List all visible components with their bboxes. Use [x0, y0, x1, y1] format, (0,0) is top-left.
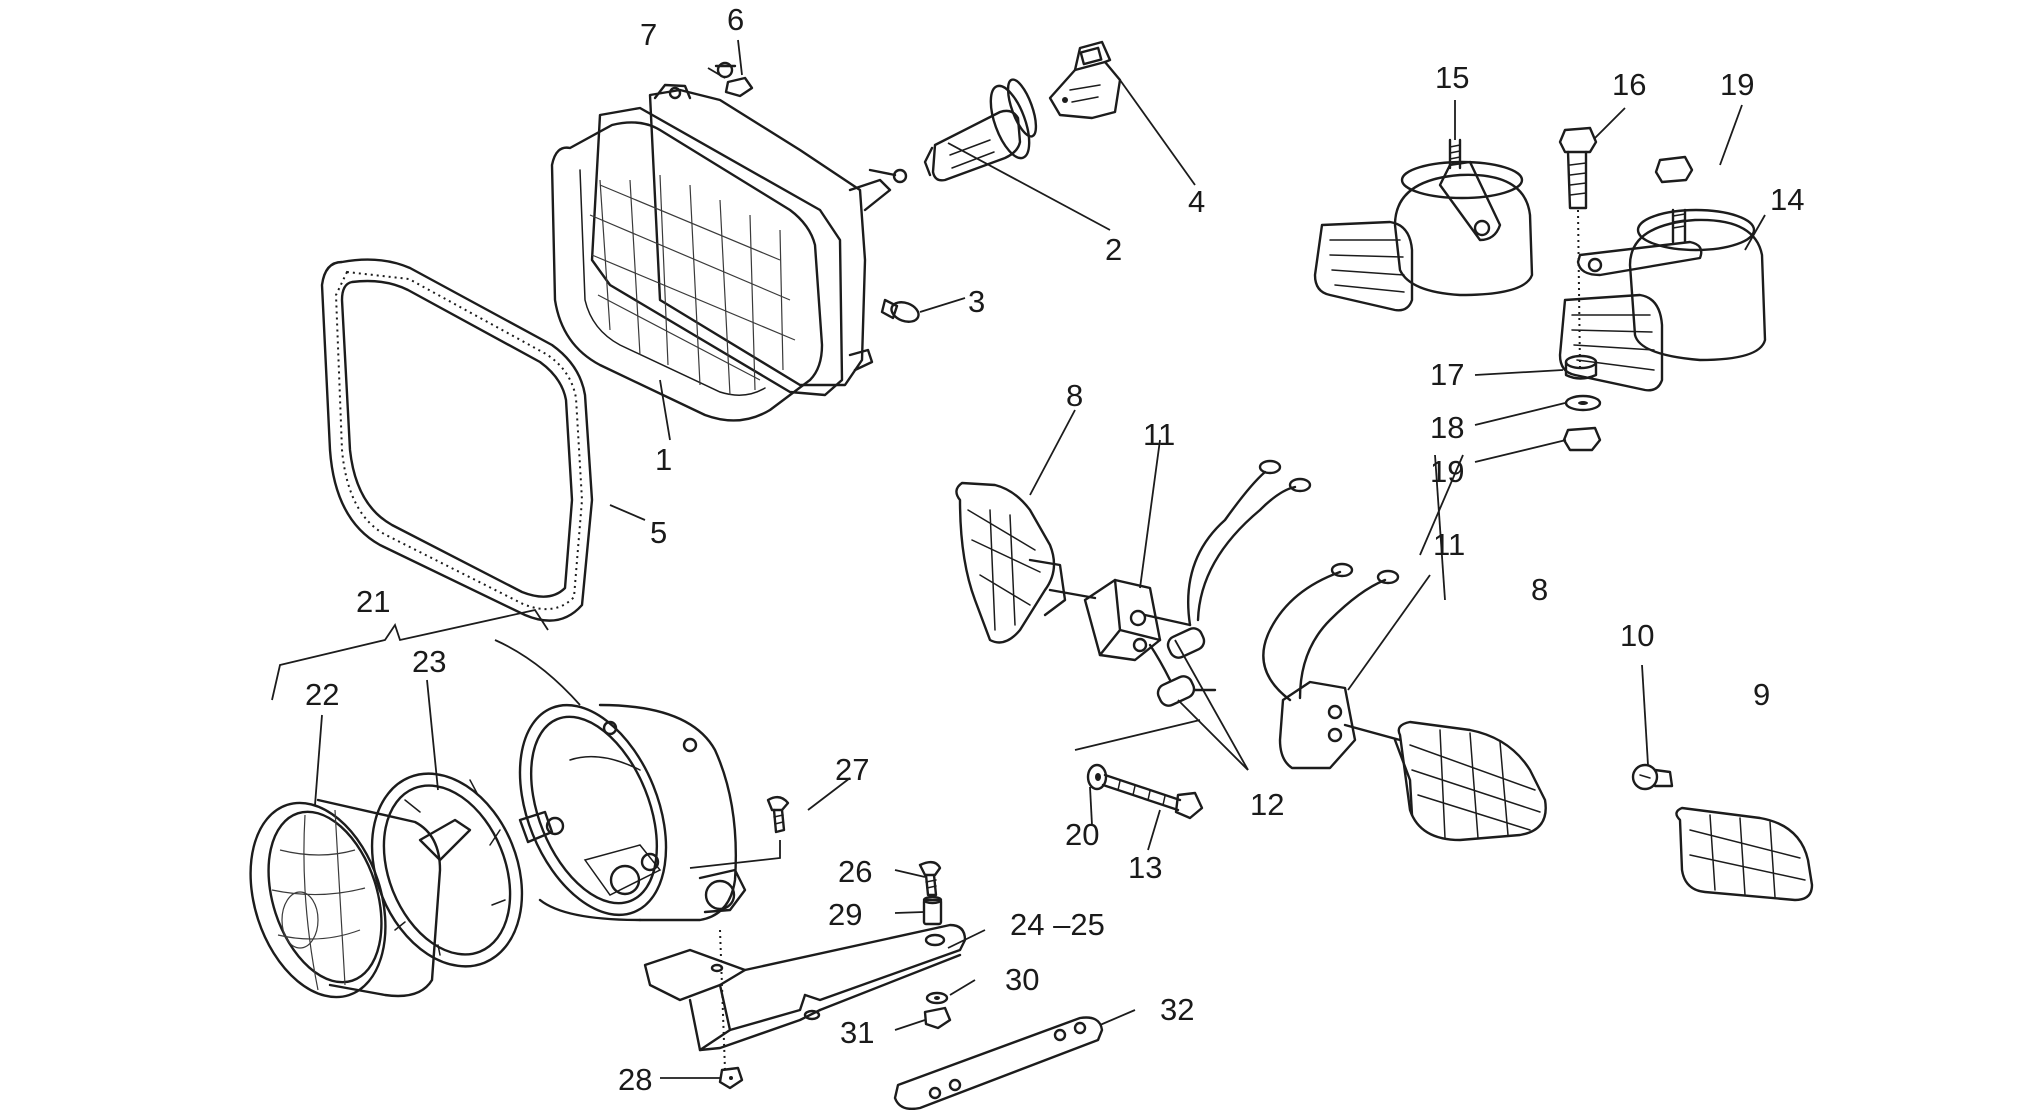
callout-2: 2 [1105, 232, 1122, 267]
signal-grommet-right [1278, 680, 1402, 770]
clamp-strap [893, 1016, 1104, 1110]
round-headlamp-ring [370, 772, 524, 968]
callout-27: 27 [835, 752, 869, 787]
round-headlamp-lens [249, 798, 442, 999]
callout-28: 28 [618, 1062, 652, 1097]
horn-spacer [1564, 354, 1598, 380]
callout-6: 6 [727, 2, 744, 37]
headlamp-unit [550, 83, 908, 422]
callout-11-lower: 11 [1433, 527, 1465, 562]
horn-right [1558, 208, 1767, 392]
callout-18: 18 [1430, 410, 1464, 445]
headlamp-bracket [643, 923, 967, 1071]
callout-10: 10 [1620, 618, 1654, 653]
callout-31: 31 [840, 1015, 874, 1050]
callout-12: 12 [1250, 787, 1284, 822]
callout-4: 4 [1188, 184, 1205, 219]
horn-nut-top [1654, 155, 1694, 184]
leader-lines [314, 39, 1766, 1079]
housing-screw [689, 795, 790, 869]
callout-11-upper: 11 [1143, 417, 1175, 452]
callout-26: 26 [838, 854, 872, 889]
callout-8-lower: 8 [1531, 572, 1548, 607]
callout-labels: 1 2 3 4 5 6 7 8 8 9 10 11 11 12 13 14 15… [305, 2, 1804, 1097]
bracket-washer [925, 991, 949, 1005]
signal-washer [1074, 719, 1201, 791]
adjuster-nut [724, 76, 754, 98]
callout-29: 29 [828, 897, 862, 932]
callout-19-lower: 19 [1430, 454, 1464, 489]
bracket-spacer [922, 895, 943, 926]
horn-left [1313, 138, 1534, 312]
round-headlamp-housing [518, 703, 747, 922]
callout-7: 7 [640, 17, 657, 52]
callout-14: 14 [1770, 182, 1804, 217]
callout-15: 15 [1435, 60, 1469, 95]
callout-21: 21 [356, 584, 390, 619]
callout-9: 9 [1753, 677, 1770, 712]
callout-22: 22 [305, 677, 339, 712]
horn-bolt [1558, 126, 1598, 371]
assembly-brace [271, 608, 549, 701]
signal-lens [1675, 806, 1814, 902]
signal-wires-left [1148, 459, 1312, 707]
signal-mount-bolt [1101, 773, 1204, 820]
callout-1: 1 [655, 442, 672, 477]
turn-signal-left [955, 481, 1097, 644]
horn-nut-bottom [1562, 426, 1602, 452]
signal-bulb [1631, 763, 1674, 791]
callout-16: 16 [1612, 67, 1646, 102]
headlamp-gasket [320, 258, 594, 622]
callout-30: 30 [1005, 962, 1039, 997]
bracket-nut [923, 1006, 952, 1030]
callout-13: 13 [1128, 850, 1162, 885]
bulb-socket [1048, 40, 1122, 120]
housing-nut [718, 1066, 744, 1090]
signal-grommet-left [1083, 578, 1192, 662]
turn-signal-right [1393, 720, 1547, 842]
callout-24-25: 24 –25 [1010, 907, 1105, 942]
callout-32: 32 [1160, 992, 1194, 1027]
parking-bulb [880, 298, 920, 323]
headlamp-bulb [923, 78, 1038, 182]
callout-17: 17 [1430, 357, 1464, 392]
callout-3: 3 [968, 284, 985, 319]
horn-washer [1564, 394, 1602, 412]
signal-wires-right [1262, 562, 1400, 702]
callout-20: 20 [1065, 817, 1099, 852]
callout-8-upper: 8 [1066, 378, 1083, 413]
callout-19-upper: 19 [1720, 67, 1754, 102]
bracket-screw [918, 860, 942, 897]
callout-5: 5 [650, 515, 667, 550]
callout-23: 23 [412, 644, 446, 679]
